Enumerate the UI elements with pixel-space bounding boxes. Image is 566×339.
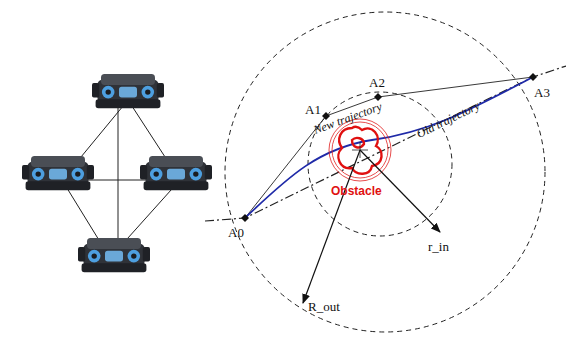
old-trajectory xyxy=(205,66,566,221)
waypoint-path xyxy=(245,77,533,218)
waypoint-label: A1 xyxy=(305,103,321,116)
trajectory-label: Old trajectory xyxy=(415,99,482,140)
r-out-arrow xyxy=(303,150,360,303)
rov-robot xyxy=(140,156,212,190)
waypoint-markers xyxy=(241,73,537,222)
rov-robot xyxy=(92,74,164,108)
inner-circle xyxy=(308,92,452,236)
new-trajectory xyxy=(245,77,533,218)
radius-label: r_in xyxy=(428,240,449,253)
radius-label: R_out xyxy=(308,300,340,313)
waypoint-label: A2 xyxy=(369,76,385,89)
rov-robot xyxy=(22,156,94,190)
waypoint-label: A3 xyxy=(534,86,550,99)
waypoint-label: A0 xyxy=(228,226,244,239)
obstacle-label: Obstacle xyxy=(331,185,382,197)
rov-robot xyxy=(78,238,150,272)
outer-circle xyxy=(225,12,545,332)
